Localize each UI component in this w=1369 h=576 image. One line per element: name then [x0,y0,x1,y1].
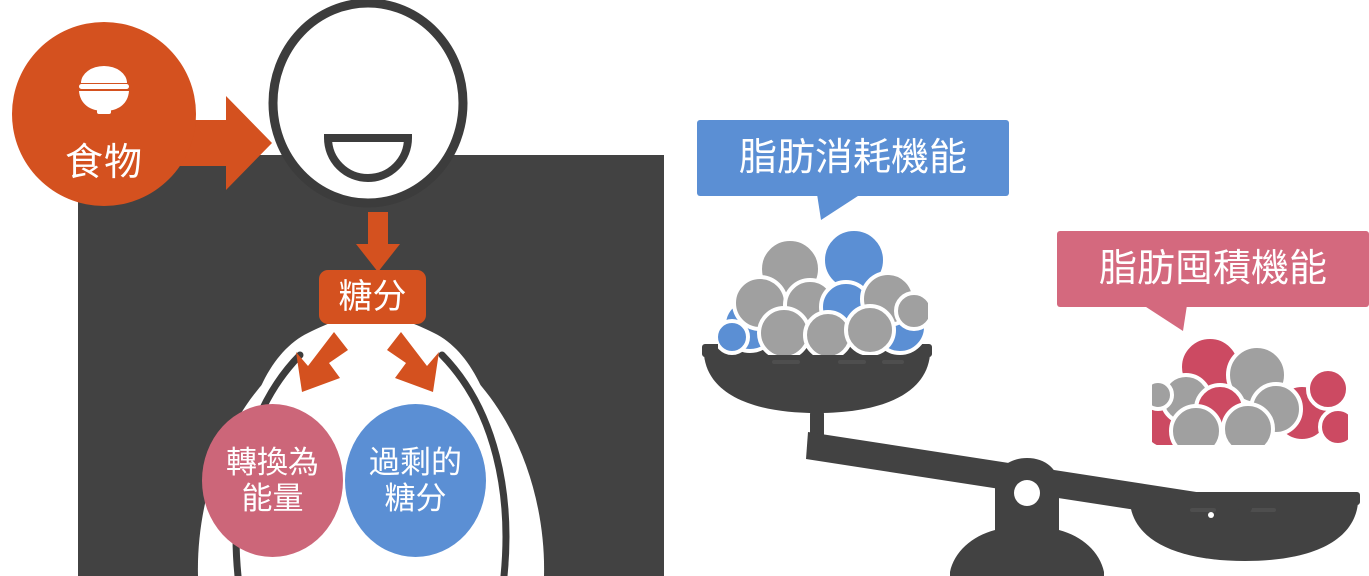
excess-line-2: 糖分 [384,480,447,516]
callout-fat-burning-label: 脂肪消耗機能 [738,137,967,179]
callout-tail-icon [1143,305,1187,331]
arrow-down-left-icon [296,332,348,392]
outcome-circle-energy: 轉換為 能量 [202,404,343,557]
arrow-right-icon [168,96,272,190]
excess-line-1: 過剩的 [369,444,462,480]
arrow-down-right-icon [387,332,439,392]
right-pan-balls [1152,335,1348,445]
outcome-circle-excess-sugar: 過剩的 糖分 [345,404,486,557]
energy-line-1: 轉換為 [226,444,319,480]
callout-tail-icon [817,194,861,220]
person-head-icon [268,0,468,208]
energy-line-2: 能量 [241,480,304,516]
callout-fat-storage-box: 脂肪囤積機能 [1057,231,1369,307]
sugar-label: 糖分 [338,278,407,316]
food-circle: 食物 [12,22,196,206]
callout-fat-storage-label: 脂肪囤積機能 [1098,248,1327,290]
food-label: 食物 [64,142,143,184]
arrow-down-icon [356,212,400,272]
rice-bowl-icon [79,66,129,114]
callout-fat-burning-box: 脂肪消耗機能 [697,120,1009,196]
left-pan-balls [718,227,928,355]
sugar-box: 糖分 [319,270,426,324]
